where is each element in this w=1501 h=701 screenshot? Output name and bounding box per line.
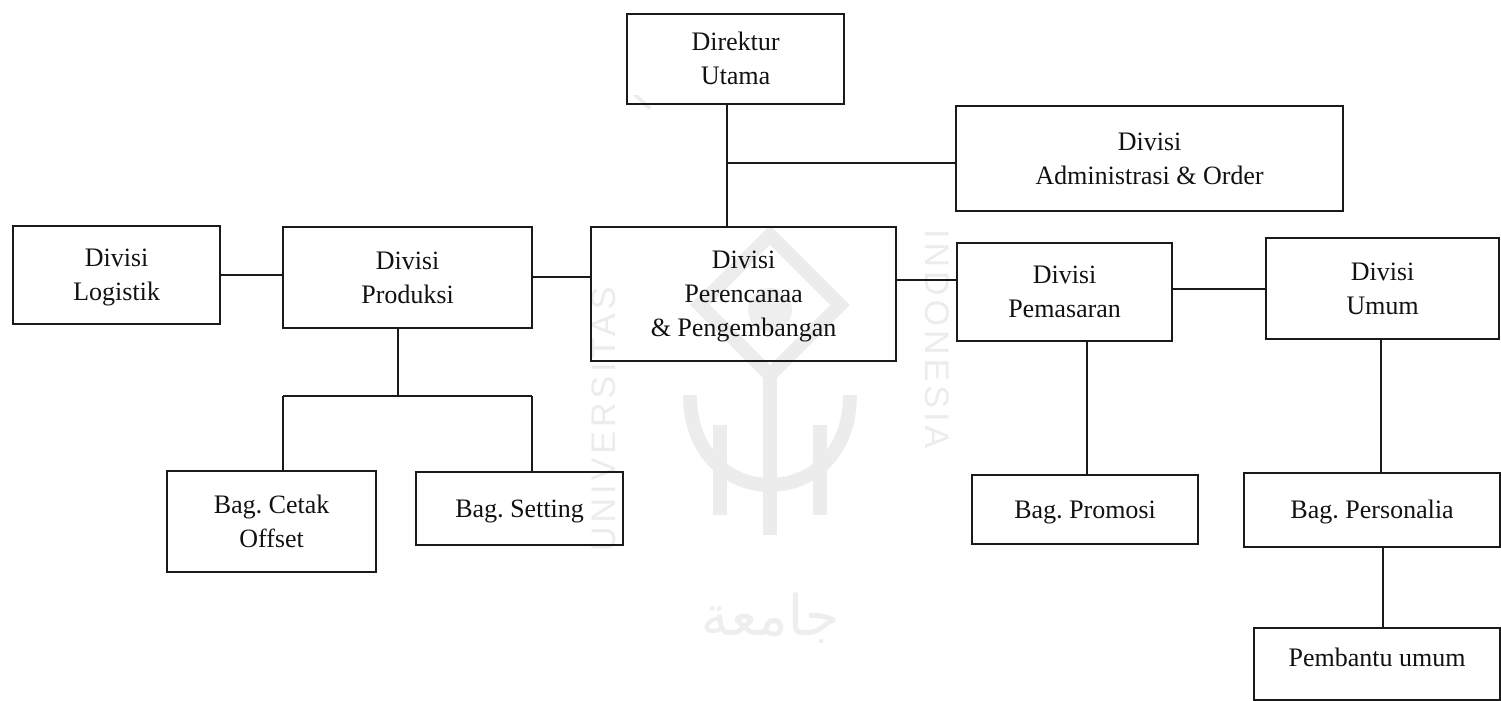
box-divisi-administrasi-line1: Divisi — [1117, 126, 1182, 156]
box-bag-promosi: Bag. Promosi — [971, 474, 1199, 545]
box-direktur-utama: Direktur Utama — [626, 13, 845, 105]
box-bag-cetak-offset-line1: Bag. Cetak — [213, 489, 330, 519]
box-divisi-logistik-line1: Divisi — [84, 243, 149, 273]
box-divisi-logistik: Divisi Logistik — [12, 225, 221, 325]
box-divisi-pemasaran: Divisi Pemasaran — [956, 242, 1173, 342]
box-pembantu-umum-line1: Pembantu umum — [1288, 643, 1466, 672]
box-divisi-umum-line2: Umum — [1346, 290, 1419, 320]
box-direktur-utama-line1: Direktur — [691, 27, 780, 57]
box-bag-setting-line1: Bag. Setting — [455, 493, 584, 523]
box-divisi-perencanaan-line2: Perencanaa — [684, 279, 803, 309]
box-divisi-logistik-line2: Logistik — [73, 277, 160, 306]
box-divisi-pemasaran-line1: Divisi — [1032, 260, 1097, 290]
box-divisi-perencanaan: Divisi Perencanaa & Pengembangan — [590, 226, 897, 362]
box-divisi-umum: Divisi Umum — [1265, 237, 1500, 340]
box-divisi-pemasaran-line2: Pemasaran — [1008, 294, 1121, 323]
box-bag-cetak-offset-line2: Offset — [239, 523, 304, 553]
box-direktur-utama-line2: Utama — [700, 61, 771, 90]
box-divisi-umum-line1: Divisi — [1350, 256, 1415, 286]
box-bag-promosi-line1: Bag. Promosi — [1014, 494, 1156, 524]
box-divisi-administrasi: Divisi Administrasi & Order — [955, 105, 1344, 212]
box-divisi-administrasi-line2: Administrasi & Order — [1035, 160, 1264, 190]
box-bag-personalia: Bag. Personalia — [1243, 472, 1501, 548]
box-bag-personalia-line1: Bag. Personalia — [1290, 495, 1454, 525]
box-divisi-produksi: Divisi Produksi — [282, 226, 533, 329]
box-pembantu-umum: Pembantu umum — [1253, 627, 1501, 701]
box-bag-cetak-offset: Bag. Cetak Offset — [166, 470, 377, 573]
box-divisi-perencanaan-line1: Divisi — [711, 245, 776, 275]
box-divisi-produksi-line2: Produksi — [361, 279, 454, 309]
box-divisi-produksi-line1: Divisi — [375, 245, 440, 275]
box-bag-setting: Bag. Setting — [415, 471, 624, 546]
box-divisi-perencanaan-line3: & Pengembangan — [650, 312, 837, 342]
